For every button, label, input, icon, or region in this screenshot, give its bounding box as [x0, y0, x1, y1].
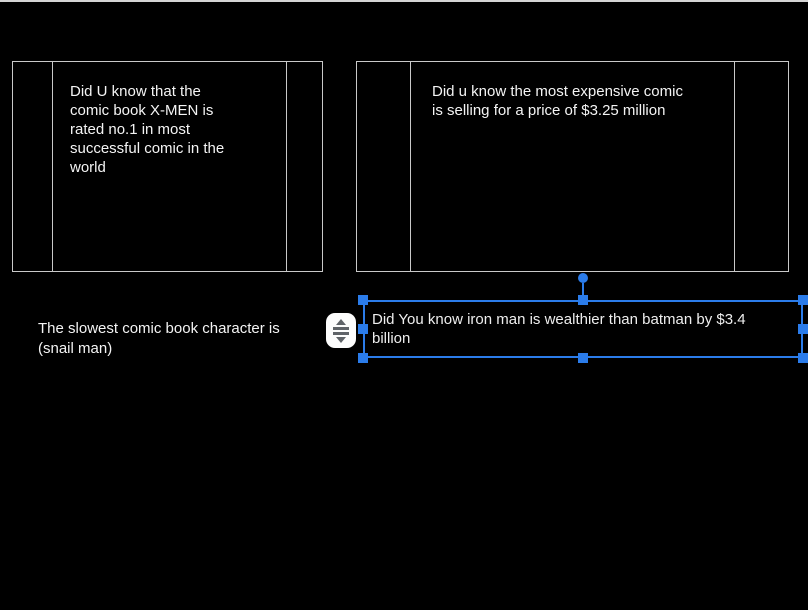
top-divider-line [0, 0, 808, 2]
spacing-bar [333, 331, 349, 335]
selected-textbox-text: Did You know iron man is wealthier than … [372, 311, 746, 347]
panel-divider-line [286, 62, 287, 271]
comic-frame-panel-xmen[interactable]: Did U know that the comic book X-MEN is … [12, 61, 323, 272]
spacing-adjust-button[interactable] [326, 313, 356, 348]
selection-handle-top-middle[interactable] [578, 295, 588, 305]
selection-handle-middle-left[interactable] [358, 324, 368, 334]
selection-handle-bottom-middle[interactable] [578, 353, 588, 363]
selected-textbox-ironman[interactable]: Did You know iron man is wealthier than … [363, 300, 803, 358]
panel-text-xmen: Did U know that the comic book X-MEN is … [70, 83, 225, 176]
rotation-handle-connector [582, 283, 584, 300]
selection-handle-bottom-left[interactable] [358, 353, 368, 363]
triangle-down-icon [336, 336, 346, 343]
panel-divider-line [410, 62, 411, 271]
selection-handle-top-left[interactable] [358, 295, 368, 305]
selection-handle-top-right[interactable] [798, 295, 808, 305]
panel-text-expensive: Did u know the most expensive comic is s… [432, 83, 683, 119]
triangle-up-icon [336, 318, 346, 325]
panel-divider-line [52, 62, 53, 271]
vertical-spacing-icon [333, 318, 349, 343]
comic-frame-panel-expensive[interactable]: Did u know the most expensive comic is s… [356, 61, 789, 272]
panel-divider-line [734, 62, 735, 271]
spacing-bar [333, 326, 349, 330]
text-element-slowest-character[interactable]: The slowest comic book character is (sna… [38, 320, 280, 357]
rotation-handle[interactable] [578, 273, 588, 283]
selection-handle-bottom-right[interactable] [798, 353, 808, 363]
selection-handle-middle-right[interactable] [798, 324, 808, 334]
